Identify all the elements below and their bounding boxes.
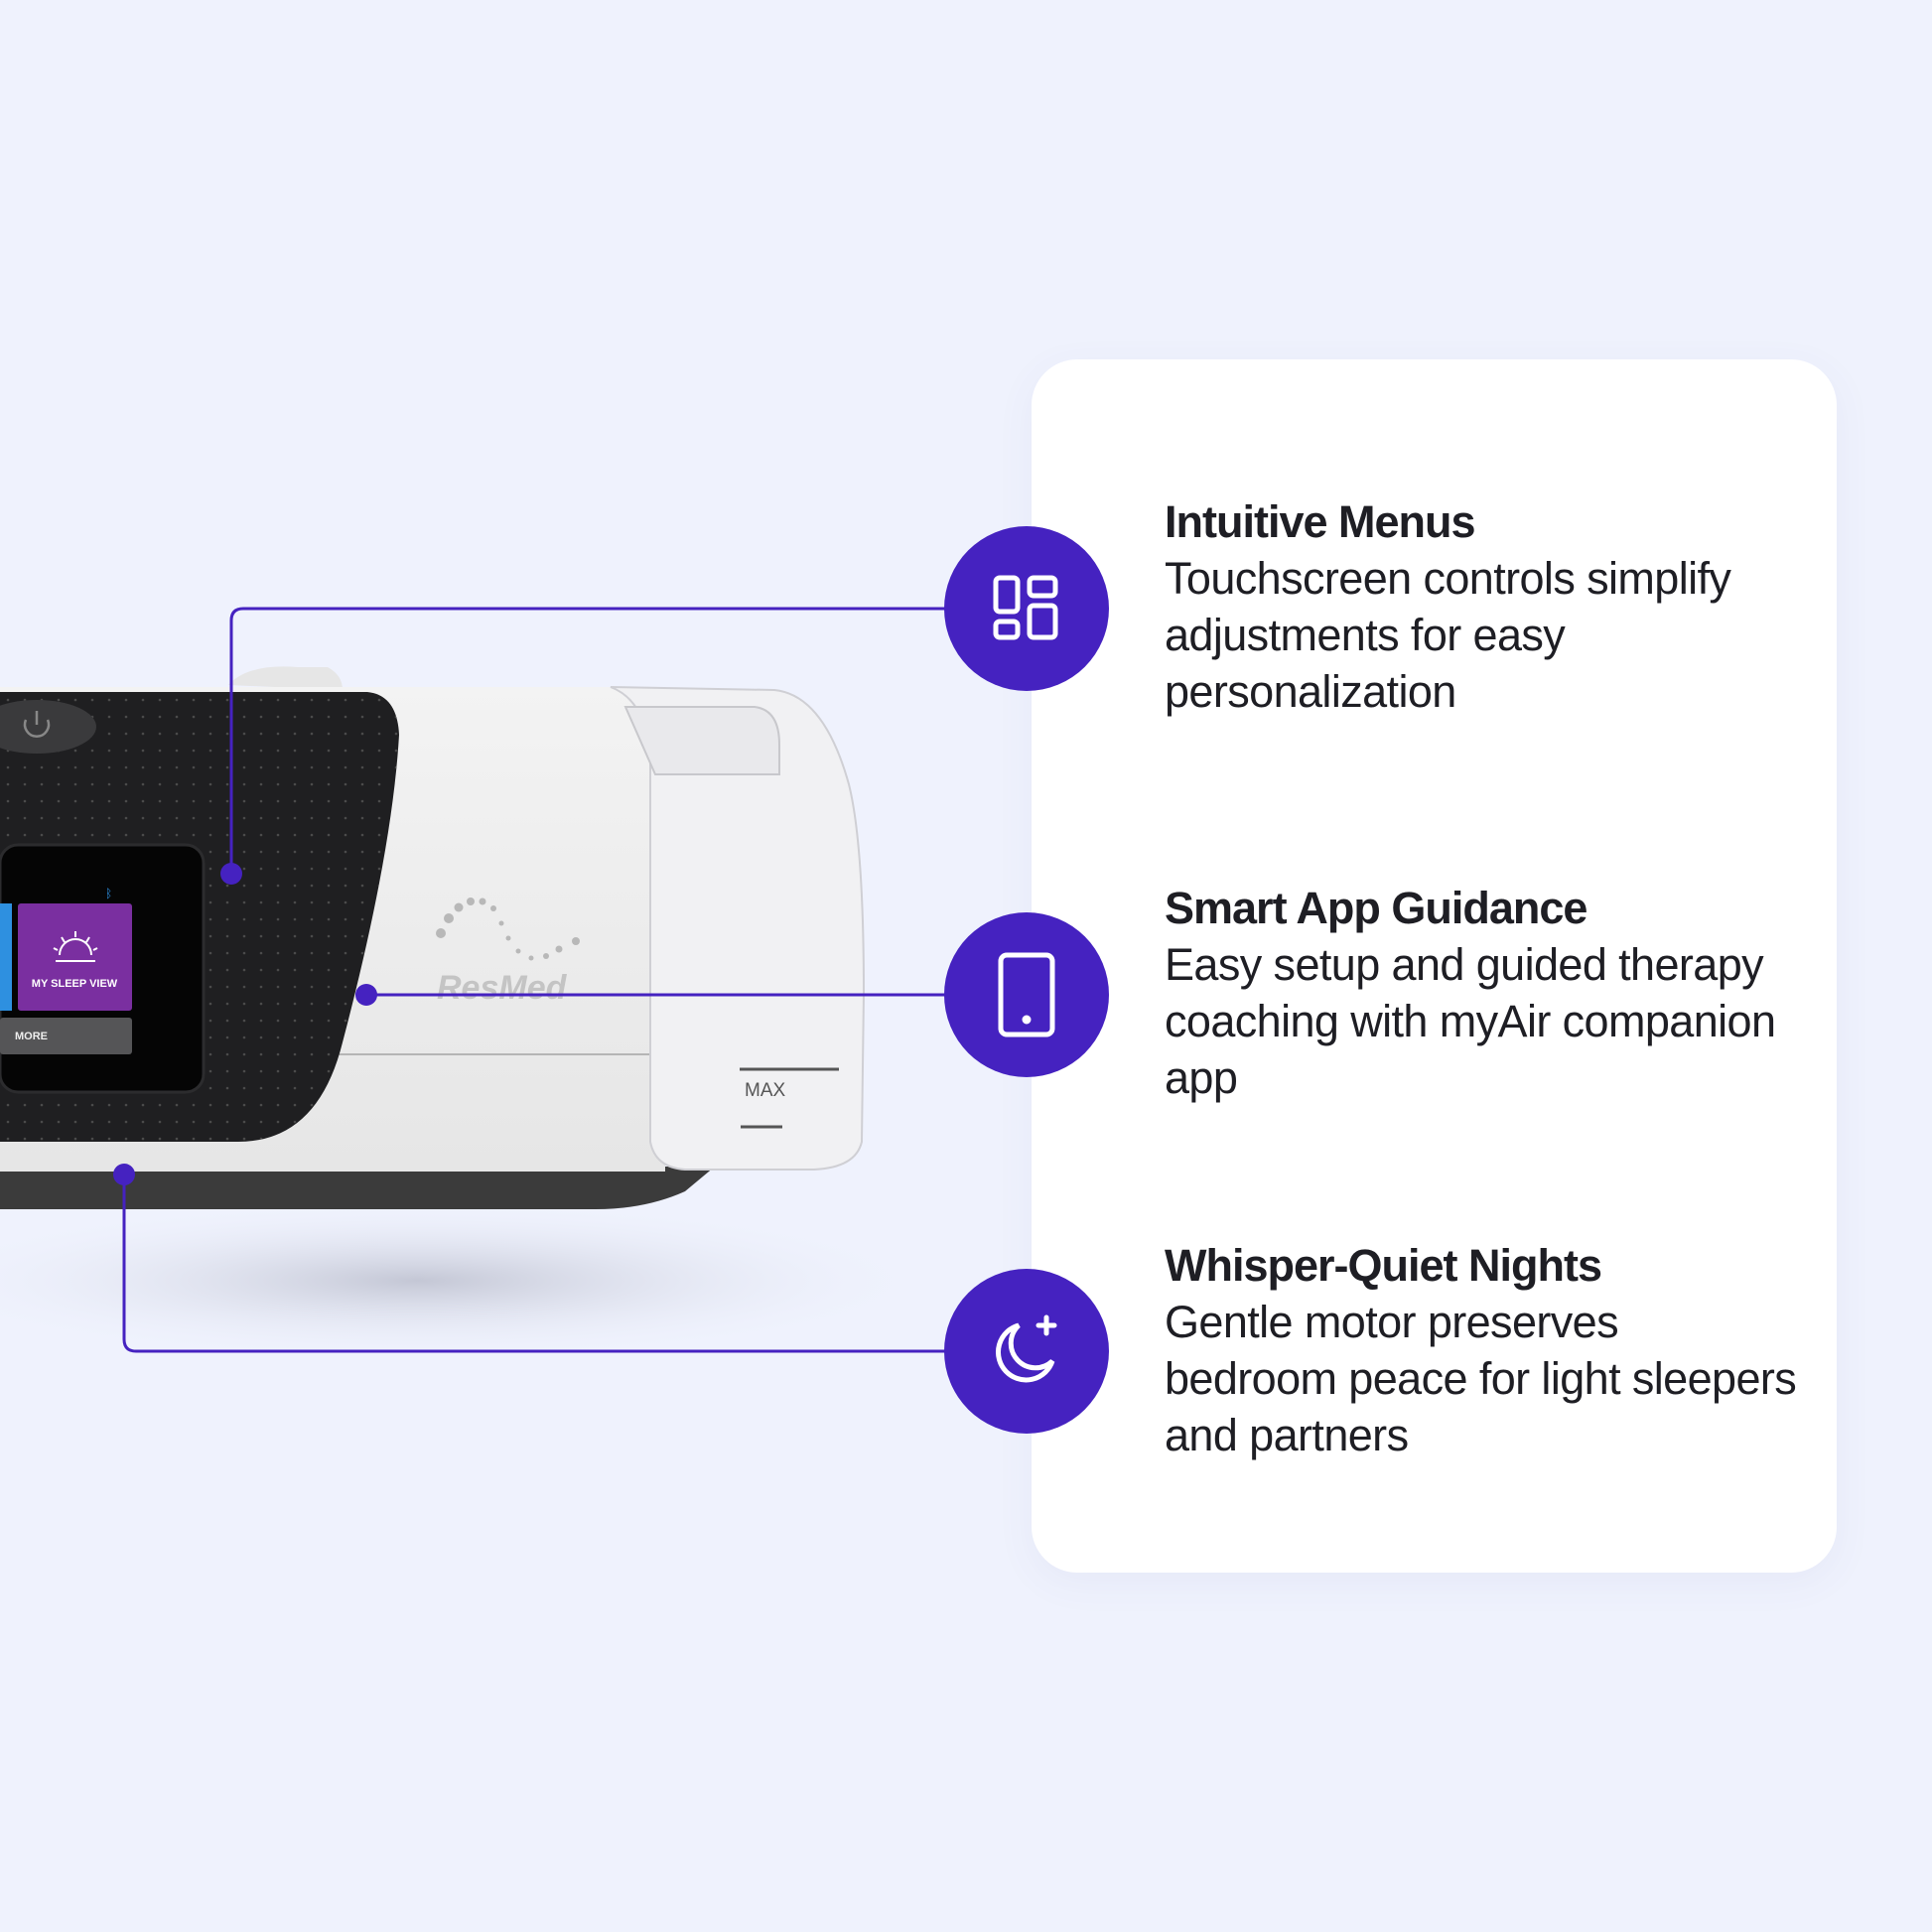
max-fill-label: MAX — [745, 1080, 786, 1101]
feature-description: Touchscreen controls simplify adjustment… — [1165, 553, 1731, 717]
connector-dot — [220, 863, 242, 885]
resmed-logo: ResMed — [436, 897, 580, 1007]
connector-lines — [122, 607, 953, 1353]
svg-text:ᛒ: ᛒ — [105, 887, 112, 900]
svg-text:MORE: MORE — [15, 1031, 48, 1042]
feature-title: Smart App Guidance — [1165, 883, 1587, 933]
more-bar — [0, 1018, 132, 1054]
feature-intuitive-menus: Intuitive Menus Touchscreen controls sim… — [1165, 494, 1800, 720]
my-sleep-view-tile — [18, 903, 132, 1011]
connector-dot — [113, 1164, 135, 1185]
feature-description: Gentle motor preserves bedroom peace for… — [1165, 1297, 1797, 1460]
feature-whisper-quiet-nights: Whisper-Quiet Nights Gentle motor preser… — [1165, 1238, 1800, 1463]
feature-title: Whisper-Quiet Nights — [1165, 1240, 1602, 1291]
feature-smart-app-guidance: Smart App Guidance Easy setup and guided… — [1165, 881, 1800, 1106]
moon-star-icon — [944, 1269, 1109, 1434]
connector-dot — [355, 984, 377, 1006]
device-shadow — [0, 1201, 933, 1360]
svg-text:ResMed: ResMed — [437, 969, 568, 1007]
feature-title: Intuitive Menus — [1165, 496, 1476, 547]
features-card — [1032, 359, 1837, 1573]
device-base — [0, 1167, 715, 1209]
tablet-icon — [944, 912, 1109, 1077]
grid-dashboard-icon — [944, 526, 1109, 691]
svg-text:MY SLEEP VIEW: MY SLEEP VIEW — [32, 978, 118, 990]
feature-description: Easy setup and guided therapy coaching w… — [1165, 939, 1776, 1103]
